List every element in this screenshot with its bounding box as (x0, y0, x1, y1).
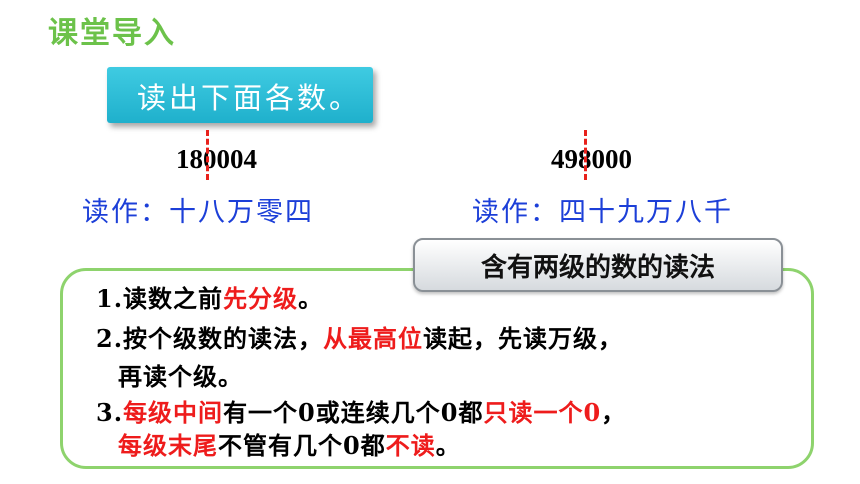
rule-1: 1.读数之前先分级。 (96, 279, 323, 314)
rule-3-end: ， (601, 398, 627, 427)
rule-3: 3.每级中间有一个0或连续几个0都只读一个0， (96, 393, 626, 428)
rule-2-line-2: 再读个级。 (118, 362, 243, 391)
example-number-1: 180004 (176, 144, 257, 174)
rule-4-highlight-b: 不读 (385, 431, 436, 460)
rule-1-end: 。 (298, 284, 324, 313)
rule-3-highlight-b: 只读一个0 (483, 398, 602, 427)
rule-4-end: 。 (435, 431, 461, 460)
rule-3-highlight: 每级中间 (123, 398, 224, 427)
level-divider-1 (206, 130, 209, 180)
prompt-text: 读出下面各数。 (137, 81, 362, 115)
rule-2: 2.按个级数的读法，从最高位读起，先读万级， (96, 319, 623, 354)
example-number-2: 498000 (551, 144, 632, 174)
rule-4: 每级末尾不管有几个0都不读。 (118, 426, 461, 461)
rules-badge-text: 含有两级的数的读法 (480, 253, 715, 283)
rule-2-text-b: 读起，先读万级， (423, 324, 624, 353)
rule-4-text: 不管有几个0都 (218, 431, 386, 460)
rule-3-text: 有一个0或连续几个0都 (223, 398, 484, 427)
example-reading-2: 读作：四十九万八千 (472, 197, 733, 228)
rule-4-highlight: 每级末尾 (118, 431, 218, 460)
rule-3-num: 3. (96, 398, 124, 427)
rule-1-text: 1.读数之前 (96, 284, 224, 313)
rule-1-highlight: 先分级 (223, 284, 299, 313)
level-divider-2 (584, 130, 587, 180)
page-title: 课堂导入 (48, 16, 176, 51)
prompt-box: 读出下面各数。 (107, 67, 373, 123)
rule-2-text: 2.按个级数的读法， (96, 324, 324, 353)
rules-badge: 含有两级的数的读法 (413, 238, 783, 292)
rule-2-highlight: 从最高位 (323, 324, 424, 353)
example-reading-1: 读作：十八万零四 (82, 197, 314, 228)
